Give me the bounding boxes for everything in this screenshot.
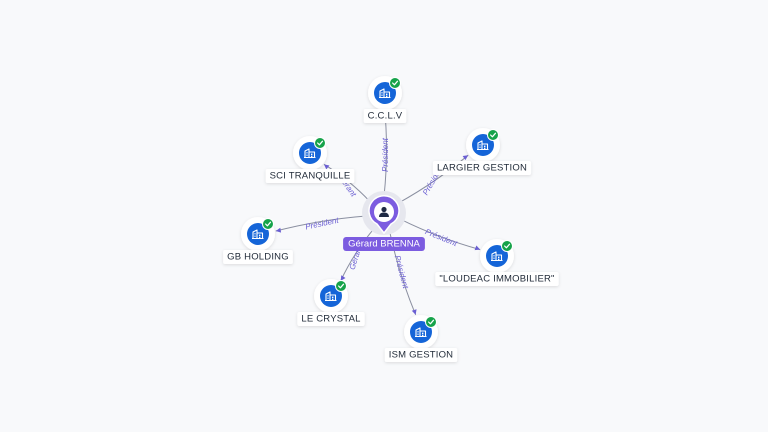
company-node[interactable]: LARGIER GESTION	[432, 128, 532, 175]
company-label-background	[223, 250, 293, 264]
verified-check-icon	[262, 218, 274, 230]
building-icon	[252, 229, 264, 240]
verified-check-icon	[501, 240, 513, 252]
building-icon	[325, 291, 337, 302]
company-label-background	[384, 348, 458, 362]
company-node[interactable]: GB HOLDING	[223, 217, 293, 264]
building-icon	[304, 148, 316, 159]
company-node-circle	[299, 142, 321, 164]
edge-line	[398, 154, 469, 204]
center-name-pill	[343, 237, 425, 251]
verified-check-icon	[314, 137, 326, 149]
edge-arrow	[323, 164, 330, 170]
company-label-background	[297, 312, 365, 326]
company-name-label: LARGIER GESTION	[437, 163, 527, 174]
center-name-label: Gérard BRENNA	[348, 239, 420, 250]
company-name-label: SCI TRANQUILLE	[270, 171, 351, 182]
building-icon	[491, 251, 503, 262]
building-icon	[415, 327, 427, 338]
nodes-layer: C.C.L.V LARGIER GESTION "LOUDEAC IMMOBILIE…	[223, 76, 559, 362]
edge-arrow	[462, 155, 469, 161]
edge-line	[340, 227, 375, 282]
company-label-background	[363, 109, 407, 123]
company-node-circle	[247, 223, 269, 245]
edge-relation-label: Président	[381, 137, 390, 172]
company-label-background	[265, 169, 355, 183]
company-node[interactable]: SCI TRANQUILLE	[265, 136, 355, 183]
company-name-label: GB HOLDING	[227, 252, 289, 263]
company-node-circle	[410, 321, 432, 343]
verified-check-icon	[487, 129, 499, 141]
company-node-circle	[320, 285, 342, 307]
edge-relation-label: Président	[424, 227, 459, 248]
company-node[interactable]: "LOUDEAC IMMOBILIER"	[435, 239, 559, 286]
edge-relation-label: Président	[304, 216, 340, 232]
company-node-circle	[374, 82, 396, 104]
company-node-circle	[486, 245, 508, 267]
edge-line	[275, 215, 367, 232]
verified-check-icon	[389, 77, 401, 89]
edge-line	[400, 218, 481, 251]
verified-check-icon	[425, 316, 437, 328]
company-name-label: LE CRYSTAL	[301, 314, 360, 325]
company-label-background	[435, 272, 559, 286]
company-node-circle	[472, 134, 494, 156]
company-node[interactable]: ISM GESTION	[384, 315, 458, 362]
company-node[interactable]: C.C.L.V	[363, 76, 407, 123]
company-label-background	[432, 161, 532, 175]
edge-relation-label: Président	[393, 254, 411, 290]
company-name-label: C.C.L.V	[368, 111, 403, 122]
center-node[interactable]: Gérard BRENNA	[343, 191, 425, 251]
person-icon	[379, 206, 389, 217]
verified-check-icon	[335, 280, 347, 292]
edge-arrow	[411, 309, 417, 315]
edge-arrow	[340, 275, 346, 281]
company-name-label: ISM GESTION	[389, 350, 453, 361]
company-name-label: "LOUDEAC IMMOBILIER"	[439, 274, 554, 285]
edge-arrow	[474, 245, 481, 251]
company-node[interactable]: LE CRYSTAL	[297, 279, 365, 326]
edge-arrow	[275, 227, 282, 233]
building-icon	[477, 140, 489, 151]
building-icon	[379, 88, 391, 99]
